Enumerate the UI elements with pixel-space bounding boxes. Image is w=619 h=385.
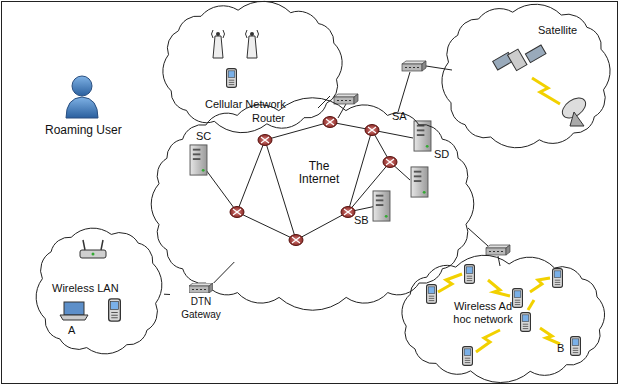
node-text: DTN Gateway — [170, 295, 232, 321]
gateway-links — [318, 66, 500, 266]
link-line — [214, 262, 235, 283]
network-link — [164, 294, 170, 295]
user-label: Roaming User — [45, 124, 122, 137]
server-label: SA — [392, 110, 407, 123]
wlan-icons — [60, 240, 120, 321]
servers — [190, 121, 431, 221]
cellular-icons — [212, 30, 259, 87]
gateway-icons — [334, 61, 510, 255]
link-line — [164, 294, 170, 295]
adhoc-icons — [427, 265, 581, 366]
device-label: A — [68, 324, 75, 337]
satellite-cloud: Satellite — [440, 4, 612, 148]
router-label: Router — [252, 112, 285, 125]
cloud-outline-path — [151, 98, 474, 310]
node-text: The Internet — [290, 160, 348, 186]
routers — [230, 117, 397, 246]
device-label: B — [557, 342, 564, 355]
internet-cloud: The Internet — [150, 102, 475, 262]
gateway-icon — [189, 283, 213, 293]
wlan-cloud: Wireless LAN — [34, 226, 164, 356]
cloud-outline — [440, 4, 612, 148]
server-label: SD — [434, 148, 449, 161]
server-label: SC — [196, 130, 211, 143]
node-text: Cellular Network — [205, 98, 315, 111]
roaming-user-icon — [66, 76, 98, 118]
satellite-icons — [493, 45, 590, 126]
cloud-outline-path — [442, 4, 610, 147]
node-text: Wireless Ad hoc network — [450, 300, 516, 326]
dtn-gateway: DTN Gateway — [170, 283, 232, 309]
cloud-outline-path — [163, 1, 342, 132]
internet-links — [206, 122, 413, 240]
node-text: Wireless LAN — [52, 282, 136, 295]
cloud-outline-path — [402, 255, 605, 382]
network-link — [214, 262, 235, 283]
adhoc-cloud: Wireless Ad hoc network — [398, 256, 608, 380]
cloud-outline-path — [36, 228, 162, 354]
server-label: SB — [354, 214, 369, 227]
node-text: Satellite — [538, 24, 604, 37]
